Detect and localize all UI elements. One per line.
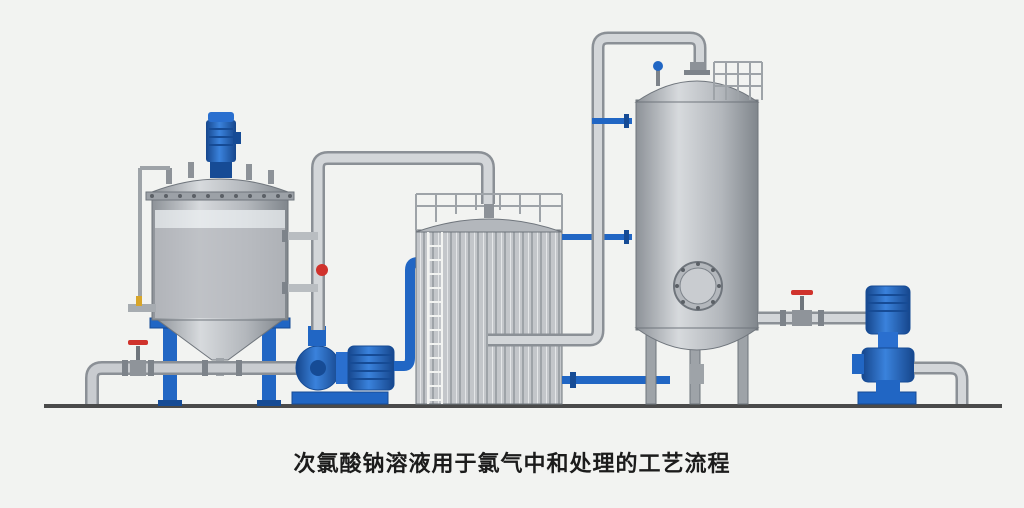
centrifugal-pump-icon <box>291 326 395 405</box>
inlet-pipe <box>85 340 300 404</box>
vertical-pump-icon <box>852 285 917 405</box>
gate-valve-icon <box>791 290 813 326</box>
outlet-pipe <box>758 290 868 326</box>
overhead-pipe <box>282 151 495 330</box>
discharge-pipe-right <box>914 361 969 404</box>
gate-valve-icon <box>128 340 148 376</box>
pump-discharge-pipe <box>394 257 426 371</box>
column-railing <box>713 61 763 100</box>
ladder-icon <box>427 232 443 404</box>
diagram-caption: 次氯酸钠溶液用于氯气中和处理的工艺流程 <box>293 452 731 477</box>
pressure-gauge-icon <box>653 61 663 86</box>
absorption-column <box>634 61 763 405</box>
vent-pipe <box>488 31 707 347</box>
ground-line <box>44 404 1002 408</box>
sample-valve-icon <box>128 296 156 312</box>
red-valve-icon <box>316 264 328 276</box>
storage-tank <box>415 193 563 405</box>
agitator-motor-icon <box>206 112 241 178</box>
reactor-liquid <box>155 228 285 318</box>
manway-icon <box>673 261 723 311</box>
reactor-tank <box>128 112 295 406</box>
